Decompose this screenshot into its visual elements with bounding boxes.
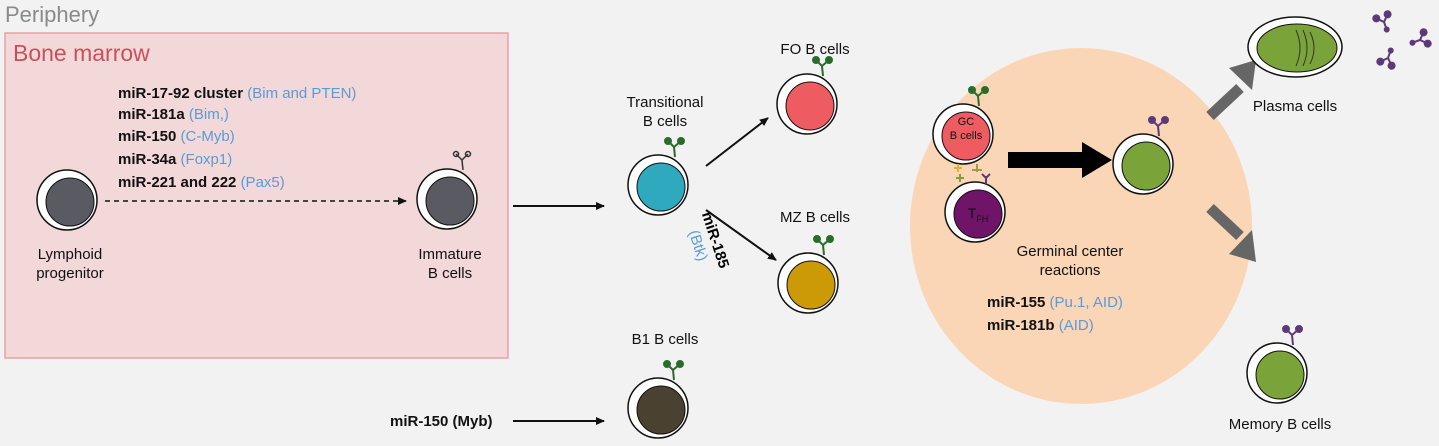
mz-b-label: MZ B cells (779, 209, 850, 226)
arrow-gc-to-activated (1008, 142, 1112, 178)
b1-b-cell (627, 360, 689, 439)
tfh-label: TFH (967, 205, 989, 224)
fo-b-cell (776, 56, 838, 135)
antibody-icons (1372, 10, 1432, 70)
bm-mirna-1: miR-17-92 cluster (Bim and PTEN) (118, 85, 357, 102)
gc-mirna-2: miR-181b (AID) (987, 317, 1094, 334)
germinal-center-region (910, 48, 1252, 404)
arrow-to-memory (1206, 203, 1256, 262)
arrow-to-plasma (1206, 60, 1256, 121)
plasma-label: Plasma cells (1252, 98, 1338, 115)
periphery-title: Periphery (5, 2, 100, 27)
lymphoid-progenitor-cell (36, 169, 98, 231)
gc-mirna-1: miR-155 (Pu.1, AID) (987, 294, 1123, 311)
fo-b-label: FO B cells (780, 41, 850, 58)
bone-marrow-title: Bone marrow (13, 40, 150, 66)
immature-b-cell (416, 150, 478, 230)
tfh-cell (944, 173, 1006, 243)
bm-mirna-5: miR-221 and 222 (Pax5) (118, 174, 285, 191)
bm-mirna-3: miR-150 (C-Myb) (118, 128, 235, 145)
mz-b-cell (777, 235, 839, 314)
arrow-transitional-to-fo (705, 117, 769, 167)
bm-mirna-2: miR-181a (Bim,) (118, 106, 229, 123)
bm-mirna-4: miR-34a (Foxp1) (118, 151, 233, 168)
arrow-transitional-to-mz (705, 209, 777, 261)
gc-b-cell (932, 86, 994, 172)
b1-b-label: B1 B cells (631, 331, 699, 348)
memory-b-label: Memory B cells (1228, 416, 1332, 433)
b1-mirna: miR-150 (Myb) (390, 413, 493, 430)
transitional-b-cell (627, 137, 689, 216)
plasma-cell (1247, 16, 1343, 78)
activated-b-cell (1112, 116, 1174, 195)
memory-b-cell (1246, 325, 1308, 404)
